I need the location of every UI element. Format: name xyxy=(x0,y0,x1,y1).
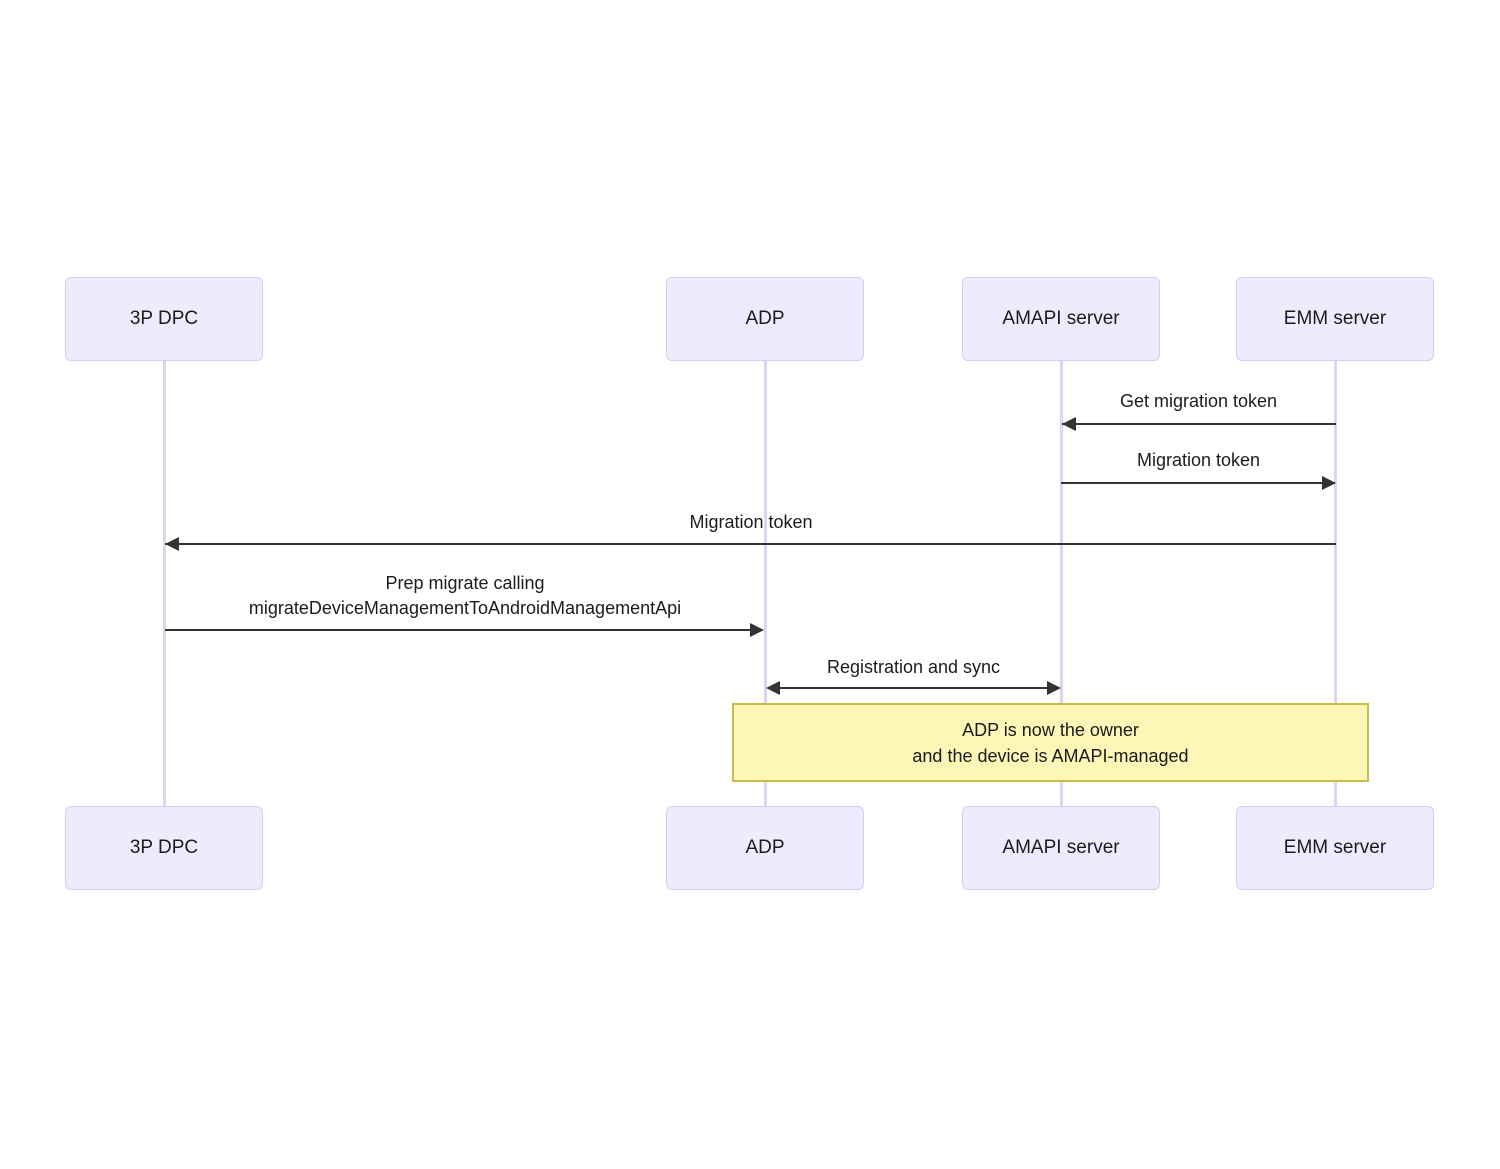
arrowhead-right-prep-migrate-calling xyxy=(750,623,764,637)
participant-label-adp-top: ADP xyxy=(745,308,785,329)
message-label-get-migration-token: Get migration token xyxy=(1119,391,1278,411)
message-label-migration-token-amapi-emm: Migration token xyxy=(1136,450,1261,470)
arrowhead-left-registration-and-sync xyxy=(766,681,780,695)
message-line-get-migration-token xyxy=(1062,423,1336,425)
participant-label-emm-server-top: EMM server xyxy=(1283,308,1387,329)
participant-label-adp-bottom: ADP xyxy=(745,837,785,858)
participant-box-emm-server-bottom[interactable]: EMM server xyxy=(1236,806,1434,890)
participant-box-amapi-server-bottom[interactable]: AMAPI server xyxy=(962,806,1160,890)
note-adp-owner-text: ADP is now the owner and the device is A… xyxy=(912,719,1189,766)
participant-box-emm-server-top[interactable]: EMM server xyxy=(1236,277,1434,361)
participant-box-adp-top[interactable]: ADP xyxy=(666,277,864,361)
lifeline-adp xyxy=(764,361,767,806)
participant-label-emm-server-bottom: EMM server xyxy=(1283,837,1387,858)
participant-label-amapi-server-top: AMAPI server xyxy=(1002,308,1120,329)
message-line-migration-token-emm-dpc xyxy=(165,543,1336,545)
participant-label-3p-dpc-top: 3P DPC xyxy=(129,308,199,329)
participant-box-amapi-server-top[interactable]: AMAPI server xyxy=(962,277,1160,361)
participant-label-amapi-server-bottom: AMAPI server xyxy=(1002,837,1120,858)
note-adp-owner: ADP is now the owner and the device is A… xyxy=(732,703,1369,782)
message-line-registration-and-sync xyxy=(779,687,1047,689)
message-label-registration-and-sync: Registration and sync xyxy=(826,657,1001,677)
lifeline-amapi-server xyxy=(1060,361,1063,806)
arrowhead-left-get-migration-token xyxy=(1062,417,1076,431)
participant-box-3p-dpc-bottom[interactable]: 3P DPC xyxy=(65,806,263,890)
arrowhead-left-migration-token-emm-dpc xyxy=(165,537,179,551)
message-label-migration-token-emm-dpc: Migration token xyxy=(689,512,813,532)
message-label-prep-migrate-calling: Prep migrate calling migrateDeviceManage… xyxy=(248,573,682,618)
arrowhead-right-registration-and-sync xyxy=(1047,681,1061,695)
lifeline-emm-server xyxy=(1334,361,1337,806)
arrowhead-right-migration-token-amapi-emm xyxy=(1322,476,1336,490)
message-line-prep-migrate-calling xyxy=(165,629,750,631)
participant-box-3p-dpc-top[interactable]: 3P DPC xyxy=(65,277,263,361)
lifeline-3p-dpc xyxy=(163,361,166,806)
participant-box-adp-bottom[interactable]: ADP xyxy=(666,806,864,890)
participant-label-3p-dpc-bottom: 3P DPC xyxy=(129,837,199,858)
message-line-migration-token-amapi-emm xyxy=(1061,482,1335,484)
